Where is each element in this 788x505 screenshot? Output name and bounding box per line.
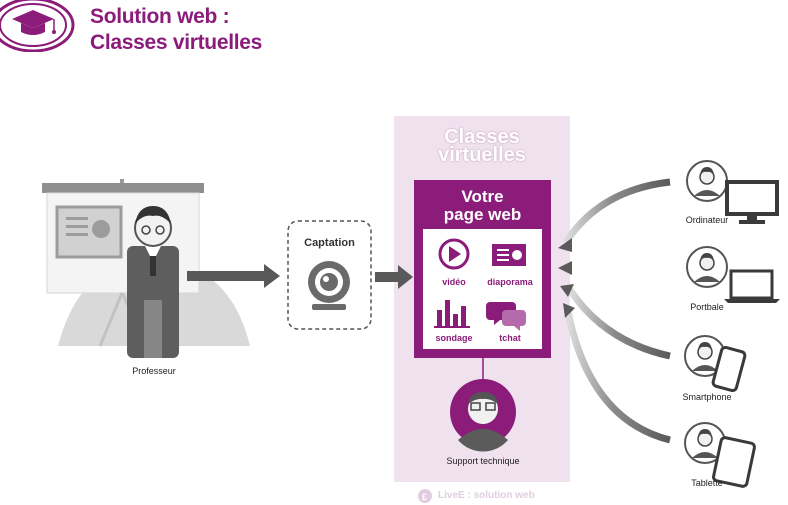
footer-brand: LiveE : solution web: [438, 490, 535, 501]
webpage-title-line1: Votre: [461, 187, 504, 206]
graduation-cap-logo-icon: [0, 0, 75, 52]
user-avatar-icon: [684, 422, 726, 464]
feature-label-slideshow: diaporama: [487, 277, 533, 287]
arrow-from-computer: [563, 178, 671, 244]
desktop-computer-icon: [725, 180, 779, 224]
page-title-line2: Classes virtuelles: [90, 31, 263, 54]
professor-scene: [42, 179, 250, 358]
page-title-line1: Solution web :: [90, 5, 230, 28]
device-label-smartphone: Smartphone: [682, 392, 732, 402]
virtual-classes-title: Classes virtuelles: [394, 126, 570, 166]
livee-logo-icon: £: [418, 489, 432, 503]
professor-label: Professeur: [132, 366, 176, 376]
virtual-classes-title-line1: Classes: [444, 126, 520, 148]
webcam-icon: [308, 261, 350, 310]
feature-label-poll: sondage: [435, 333, 473, 343]
webpage-title-line2: page web: [443, 205, 522, 224]
device-label-computer: Ordinateur: [685, 215, 729, 225]
arrow-from-tablet: [564, 311, 671, 444]
support-label: Support technique: [446, 456, 520, 466]
virtual-classes-title-line2: virtuelles: [438, 144, 526, 166]
feature-label-video: vidéo: [442, 277, 466, 287]
feature-label-chat: tchat: [499, 333, 521, 343]
smartphone-icon: [711, 345, 747, 393]
device-label-tablet: Tablette: [691, 478, 723, 488]
capture-label: Captation: [304, 237, 355, 249]
user-avatar-icon: [686, 160, 728, 202]
tablet-icon: [712, 436, 756, 488]
professor-person-icon: [127, 206, 179, 358]
laptop-icon: [724, 269, 780, 303]
chat-bubbles-icon: [486, 302, 526, 331]
user-avatar-icon: [686, 246, 728, 288]
play-icon: [438, 238, 470, 270]
device-label-laptop: Portbale: [690, 302, 724, 312]
bar-chart-icon: [434, 300, 470, 328]
support-technician-icon: [450, 379, 516, 452]
webpage-title: Votre page web: [414, 188, 551, 224]
screen-slide-icon: [55, 205, 123, 259]
svg-text:£: £: [422, 492, 427, 502]
slideshow-icon: [492, 244, 526, 266]
arrow-from-smartphone: [567, 288, 671, 360]
